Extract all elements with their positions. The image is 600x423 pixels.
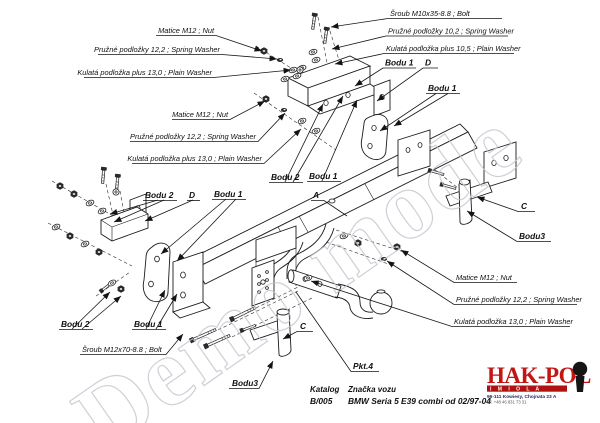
beam-mid-brackets bbox=[360, 113, 431, 177]
ref-bodu3-right: Bodu3 bbox=[519, 231, 545, 241]
towball-logo-icon bbox=[572, 361, 588, 392]
left-mounting-bracket bbox=[100, 193, 149, 242]
ref-point-d-top: D bbox=[425, 58, 431, 68]
callout-bolt-m10x35: Šroub M10x35-8.8 ; Bolt bbox=[390, 9, 471, 18]
ref-bodu1-left: Bodu 1 bbox=[214, 189, 243, 199]
ref-point-a: A bbox=[312, 190, 319, 200]
logo-address: 96-111 Kowiesy, Chojnata 23 A bbox=[487, 394, 557, 400]
left-end-plate bbox=[142, 242, 211, 319]
callout-spring-washer-top-right: Pružné podložky 10,2 ; Spring Washer bbox=[388, 27, 515, 36]
callout-labels: Matice M12 ; Nut Pružné podložky 12,2 ; … bbox=[61, 9, 583, 388]
callout-spring-washer-bottom-right: Pružné podložky 12,2 ; Spring Washer bbox=[456, 295, 583, 304]
vehicle-model-value: BMW Seria 5 E39 combi od 02/97-04 bbox=[348, 396, 491, 406]
callout-bolt-m12x70: Šroub M12x70-8.8 ; Bolt bbox=[82, 345, 163, 354]
ref-point-c-right: C bbox=[521, 201, 528, 211]
ref-bodu1-top: Bodu 1 bbox=[385, 58, 414, 68]
demo-watermark: Demo mode bbox=[56, 89, 541, 423]
logo-subbrand-text: I M I O L A bbox=[490, 387, 542, 393]
callout-nut-m12-bottom-right: Matice M12 ; Nut bbox=[456, 273, 513, 282]
ref-point-d-left: D bbox=[189, 190, 195, 200]
catalog-number: B/005 bbox=[310, 396, 333, 406]
callout-plain-washer-top-right: Kulatá podložka plus 10,5 ; Plain Washer bbox=[386, 44, 521, 53]
ref-bodu2-bottom: Bodu 2 bbox=[61, 319, 90, 329]
callout-spring-washer-top-left: Pružné podložky 12,2 ; Spring Washer bbox=[94, 45, 221, 54]
callout-plain-washer-mid-left: Kulatá podložka plus 13,0 ; Plain Washer bbox=[127, 154, 262, 163]
callout-leader-lines bbox=[59, 18, 577, 389]
callout-plain-washer-bottom-right: Kulatá podložka 13,0 ; Plain Washer bbox=[454, 317, 574, 326]
callout-spring-washer-mid-left: Pružné podložky 12,2 ; Spring Washer bbox=[130, 132, 257, 141]
footer-catalog-block: Katalog B/005 Značka vozu BMW Seria 5 E3… bbox=[310, 385, 491, 406]
callout-plain-washer-top-left: Kulatá podložka plus 13,0 ; Plain Washer bbox=[77, 68, 212, 77]
ref-bodu1-upper-right: Bodu 1 bbox=[428, 83, 457, 93]
ref-bodu2-left: Bodu 2 bbox=[145, 190, 174, 200]
right-bracket-group bbox=[445, 141, 517, 225]
hakpol-logo: HAK-POL I M I O L A 96-111 Kowiesy, Choj… bbox=[487, 361, 591, 404]
ref-point-c-bottom: C bbox=[300, 321, 307, 331]
callout-nut-m12-mid-left: Matice M12 ; Nut bbox=[172, 110, 229, 119]
top-bracket-d bbox=[286, 55, 391, 117]
ref-bodu1-bottom: Bodu 1 bbox=[134, 319, 163, 329]
callout-nut-m12-top-left: Matice M12 ; Nut bbox=[158, 26, 215, 35]
socket-plate bbox=[251, 225, 297, 307]
vehicle-make-label: Značka vozu bbox=[347, 385, 396, 394]
ref-bodu3-bottom: Bodu3 bbox=[232, 378, 258, 388]
catalog-label: Katalog bbox=[310, 385, 339, 394]
ref-pkt4: Pkt.4 bbox=[353, 361, 373, 371]
logo-red-band bbox=[487, 385, 567, 392]
logo-phone: tel. +48 46 831 73 31 bbox=[487, 399, 527, 404]
ref-bodu1-mid: Bodu 1 bbox=[309, 171, 338, 181]
ref-bodu2-mid: Bodu 2 bbox=[271, 172, 300, 182]
